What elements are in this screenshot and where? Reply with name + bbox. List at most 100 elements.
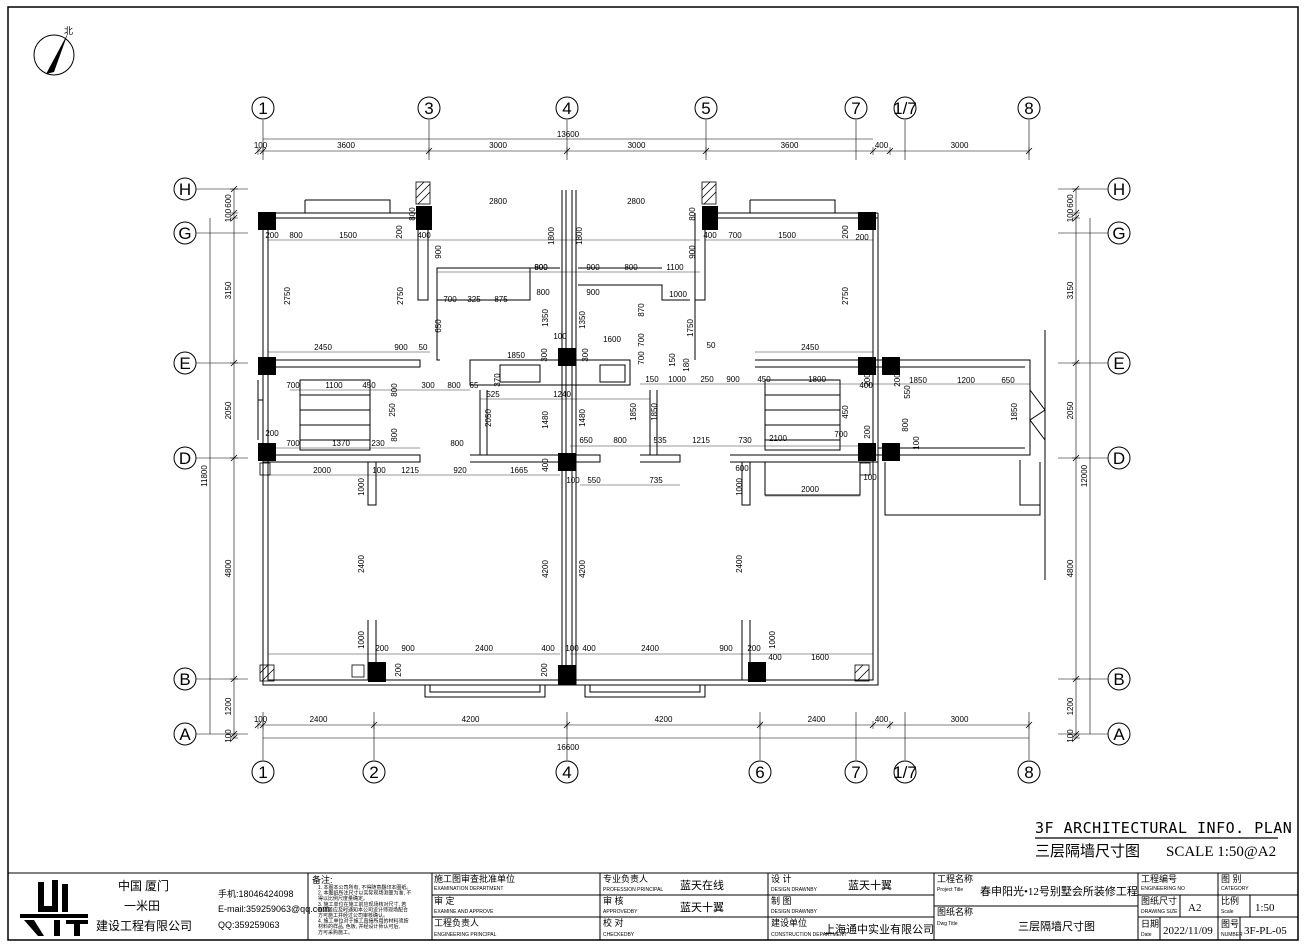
design-label: 设 计	[771, 873, 792, 884]
interior-dim-d200e: 200	[863, 373, 872, 387]
grid-bottom-1-label: 2	[369, 763, 378, 782]
grid-right-E-label: E	[1113, 354, 1124, 373]
notes-label: 备注:	[312, 874, 333, 885]
grid-top-0-label: 1	[258, 99, 267, 118]
grid-right-A-label: A	[1113, 725, 1125, 744]
interior-dim-d1850d: 1850	[650, 403, 659, 421]
interior-dim-d2400c: 2400	[475, 644, 493, 653]
prof-principal-label: 专业负责人	[603, 873, 648, 884]
interior-dim-d2000a: 2000	[313, 466, 331, 475]
project-title-en: Project Title	[937, 887, 963, 893]
interior-dim-d300b: 300	[581, 348, 590, 362]
drawn-label: 制 图	[771, 895, 792, 906]
dwg-name-label: 图纸名称	[937, 906, 973, 917]
interior-dim-d65: 65	[470, 381, 479, 390]
dim-left-1: 100	[224, 208, 233, 222]
drawing-title: 3F ARCHITECTURAL INFO. PLAN 三层隔墙尺寸图 SCAL…	[1035, 819, 1292, 860]
interior-dim-d1800b: 1800	[575, 227, 584, 245]
approved-en: APPROVEDBY	[603, 909, 638, 915]
grid-bottom-3: 6	[748, 760, 772, 784]
note-3: 3. 施工单位在施工前应现场核对尺寸, 若	[318, 901, 406, 908]
note-7: 材料的样品, 色板, 并经设计师认可后,	[318, 923, 400, 930]
columns[interactable]	[258, 206, 900, 685]
note-4: 有误差应及时通知本公司设计师现场配合	[318, 906, 408, 913]
interior-dim-d920: 920	[453, 466, 467, 475]
project-value: 春申阳光•12号别墅会所装修工程	[980, 884, 1138, 898]
interior-dim-d800b: 800	[688, 207, 697, 221]
interior-dim-d250b: 250	[388, 403, 397, 417]
dim-bottom-4: 2400	[808, 715, 826, 724]
grid-right-D: D	[1107, 446, 1131, 470]
north-arrow-icon: 北	[33, 26, 75, 76]
interior-dim-d2100: 2100	[769, 434, 787, 443]
num-label: 图号	[1221, 919, 1239, 929]
interior-dim-d600a: 600	[735, 464, 749, 473]
interior-dim-d1850e: 1850	[1010, 403, 1019, 421]
dim-left-total: 11800	[200, 465, 209, 487]
interior-dim-d535: 535	[653, 436, 667, 445]
eng-principal-en: ENGINEERING PRINCIPAL	[434, 932, 497, 938]
dim-top-6: 3000	[951, 141, 969, 150]
grid-bottom-2: 4	[555, 760, 579, 784]
num-value: 3F-PL-05	[1244, 925, 1287, 937]
title-scale: SCALE 1:50@A2	[1166, 844, 1276, 860]
interior-dim-d1850b: 1850	[909, 376, 927, 385]
eng-no-label: 工程编号	[1141, 873, 1177, 884]
grid-top-4: 7	[844, 96, 868, 120]
interior-dim-d200g: 200	[265, 429, 279, 438]
prof-principal-en: PROFESSION PRINCIPAL	[603, 887, 663, 893]
checked-label: 校 对	[603, 917, 624, 928]
scale-en: Scale	[1221, 909, 1234, 915]
interior-dim-d400a: 400	[417, 231, 431, 240]
build-unit-en: CONSTRUCTION DEPARTMENT	[771, 932, 847, 938]
interior-dim-d700c: 700	[637, 333, 646, 347]
interior-dim-d450c: 450	[841, 405, 850, 419]
interior-dim-d1215a: 1215	[692, 436, 710, 445]
grid-top-2-label: 4	[562, 99, 571, 118]
grid-bottom-4-label: 7	[851, 763, 860, 782]
eng-principal-label: 工程负责人	[434, 917, 479, 928]
interior-dim-d200d: 200	[855, 233, 869, 242]
company-qq: QQ:359259063	[218, 920, 280, 930]
grid-top-1-label: 3	[424, 99, 433, 118]
interior-dim-d1600a: 1600	[603, 335, 621, 344]
note-0: 1. 本图本公司所有, 不得随意翻印本图纸。	[318, 884, 411, 891]
interior-dim-d800g: 800	[390, 383, 399, 397]
interior-dim-d700b: 700	[443, 295, 457, 304]
category-label: 图 别	[1221, 874, 1242, 884]
interior-dim-d1800c: 1800	[808, 375, 826, 384]
grid-top-2: 4	[555, 96, 579, 120]
interior-dim-d1500a: 1500	[339, 231, 357, 240]
interior-dim-d875: 875	[494, 295, 508, 304]
grid-right-A: A	[1107, 722, 1131, 746]
grid-left-H-label: H	[179, 180, 191, 199]
interior-dim-d1100a: 1100	[666, 263, 684, 272]
size-label: 图纸尺寸	[1141, 895, 1177, 906]
interior-dim-d550b: 550	[587, 476, 601, 485]
interior-dim-d800c: 800	[289, 231, 303, 240]
grid-top-3-label: 5	[701, 99, 710, 118]
grid-right-G: G	[1107, 221, 1131, 245]
interior-dim-d50a: 50	[419, 343, 428, 352]
interior-dim-d200i: 200	[375, 644, 389, 653]
interior-dim-d1000c: 1000	[357, 478, 366, 496]
dim-right-5: 1200	[1066, 697, 1075, 715]
interior-dim-d900f: 900	[394, 343, 408, 352]
interior-dim-d2400a: 2400	[357, 555, 366, 573]
interior-dim-d100d: 100	[566, 476, 580, 485]
grid-top-4-label: 7	[851, 99, 860, 118]
interior-dim-d2050a: 2050	[484, 409, 493, 427]
interior-dim-d370: 370	[493, 373, 502, 387]
company-phone: 手机:18046424098	[218, 888, 294, 899]
grid-top-6: 8	[1017, 96, 1041, 120]
interior-dim-d1750: 1750	[686, 319, 695, 337]
scale-value: 1:50	[1255, 902, 1275, 914]
grid-left-B-label: B	[179, 670, 190, 689]
interior-dim-d800h: 800	[447, 381, 461, 390]
interior-dim-d400d: 400	[541, 458, 550, 472]
interior-dim-d800f: 800	[624, 263, 638, 272]
interior-dim-d230: 230	[371, 439, 385, 448]
interior-dim-d2400d: 2400	[641, 644, 659, 653]
